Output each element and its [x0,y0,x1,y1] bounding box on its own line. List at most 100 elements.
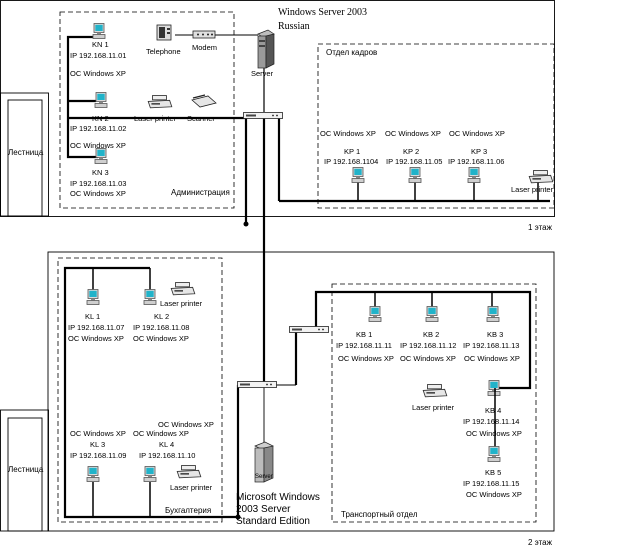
pc-kp2-icon[interactable] [408,167,422,183]
admin-room [59,11,235,209]
kb2-os: OC Windows XP [400,354,456,363]
acct-bus [63,266,238,519]
pc-kn2-icon[interactable] [94,92,108,108]
server2-line2: 2003 Server [236,504,291,515]
kb5-name: KB 5 [485,468,501,477]
server-title: Windows Server 2003 [278,7,367,18]
laser-printer-transport-label: Laser printer [412,403,455,412]
pc-kb5-icon[interactable] [487,446,501,462]
pc-kn1-icon[interactable] [92,23,106,39]
scanner-label: Scanner [187,114,215,123]
server-title-2: Russian [278,21,310,32]
kn1-ip: IP 192.168.11.01 [70,51,126,60]
kb3-ip: IP 192.168.11.13 [463,341,519,350]
floor1-stairs-label: Лестница [8,148,44,157]
admin-bus [66,35,98,159]
server2-line1: Microsoft Windows [236,492,320,503]
kb1-ip: IP 192.168.11.11 [336,341,392,350]
kp3-os: OC Windows XP [449,129,505,138]
kn2-ip: IP 192.168.11.02 [70,124,126,133]
kn2-name: KN 2 [92,114,109,123]
laser-printer-acct-top-icon[interactable] [170,282,196,296]
transport-room-label: Транспортный отдел [341,510,418,519]
laser-printer-hr-label: Laser printer [511,185,554,194]
pc-kl1-icon[interactable] [86,289,100,305]
kb4-ip: IP 192.168.11.14 [463,417,519,426]
kl3-name: KL 3 [90,440,105,449]
laser-printer-transport-icon[interactable] [422,384,448,398]
kb2-ip: IP 192.168.11.12 [400,341,456,350]
kl4-name: KL 4 [159,440,174,449]
server-label: Server [251,69,274,78]
kl1-os: OC Windows XP [68,334,124,343]
kn1-os: OC Windows XP [70,69,126,78]
admin-room-label: Администрация [171,188,230,197]
pc-kp3-icon[interactable] [467,167,481,183]
pc-kb4-icon[interactable] [487,380,501,396]
hub-transport-icon[interactable] [288,326,330,334]
scanner-icon[interactable] [191,94,217,108]
transport-bus [314,290,532,390]
floor1-label: 1 этаж [528,223,553,232]
floor2-stairs-inner [7,417,43,532]
kb5-os: OC Windows XP [466,490,522,499]
pc-kb1-icon[interactable] [368,306,382,322]
junction-dot-2 [235,514,241,520]
kn3-ip: IP 192.168.11.03 [70,179,126,188]
modem-label: Modem [192,43,217,52]
kb2-name: KB 2 [423,330,439,339]
pc-kl4-icon[interactable] [143,466,157,482]
kn3-name: KN 3 [92,168,109,177]
pc-kb2-icon[interactable] [425,306,439,322]
pc-kn3-icon[interactable] [94,148,108,164]
kn1-name: KN 1 [92,40,109,49]
server2-tower-icon[interactable] [254,441,274,483]
hr-room [317,43,555,209]
kp1-os: OC Windows XP [320,129,376,138]
telephone-icon[interactable] [156,24,172,41]
kl1-name: KL 1 [85,312,100,321]
laser-printer-acct-bottom-label: Laser printer [170,483,213,492]
telephone-label: Telephone [146,47,181,56]
hub-floor1-icon[interactable] [242,112,284,120]
kb4-os: OC Windows XP [466,429,522,438]
laser-printer-admin-icon[interactable] [147,95,173,109]
pc-kl3-icon[interactable] [86,466,100,482]
kb3-name: KB 3 [487,330,503,339]
hr-room-label: Отдел кадров [326,48,377,57]
kl3-ip: IP 192.168.11.09 [70,451,126,460]
floor2-label: 2 этаж [528,538,553,547]
server2-line3: Standard Edition [236,516,310,527]
hub-floor2-icon[interactable] [236,381,278,389]
kb1-name: KB 1 [356,330,372,339]
server-tower-icon[interactable] [257,29,275,69]
kp3-ip: IP 192.168.11.06 [448,157,504,166]
kb1-os: OC Windows XP [338,354,394,363]
kp2-name: KP 2 [403,147,419,156]
pc-kl2-icon[interactable] [143,289,157,305]
kp2-os: OC Windows XP [385,129,441,138]
laser-printer-admin-label: Laser printer [134,114,177,123]
kl2-name: KL 2 [154,312,169,321]
acct-room [57,257,223,523]
kl3-os: OC Windows XP [70,429,126,438]
modem-icon[interactable] [192,30,216,39]
kl4-os: OC Windows XP [158,420,214,429]
kp1-ip: IP 192.168.1104 [324,157,378,166]
acct-room-label: Бухгалтерия [165,506,211,515]
kn3-os: OC Windows XP [70,189,126,198]
kn2-os: OC Windows XP [70,141,126,150]
laser-printer-acct-bottom-icon[interactable] [176,465,202,479]
pc-kp1-icon[interactable] [351,167,365,183]
floor2-frame [47,251,555,532]
pc-kb3-icon[interactable] [486,306,500,322]
kl2-os: OC Windows XP [133,334,189,343]
kl4-os-2: OC Windows XP [133,429,189,438]
server2-small-label: Server [255,474,273,480]
laser-printer-hr-icon[interactable] [528,170,554,184]
kp3-name: KP 3 [471,147,487,156]
kl2-ip: IP 192.168.11.08 [133,323,189,332]
kp2-ip: IP 192.168.11.05 [386,157,442,166]
floor2-stairs-label: Лестница [8,465,44,474]
laser-printer-acct-top-label: Laser printer [160,299,203,308]
